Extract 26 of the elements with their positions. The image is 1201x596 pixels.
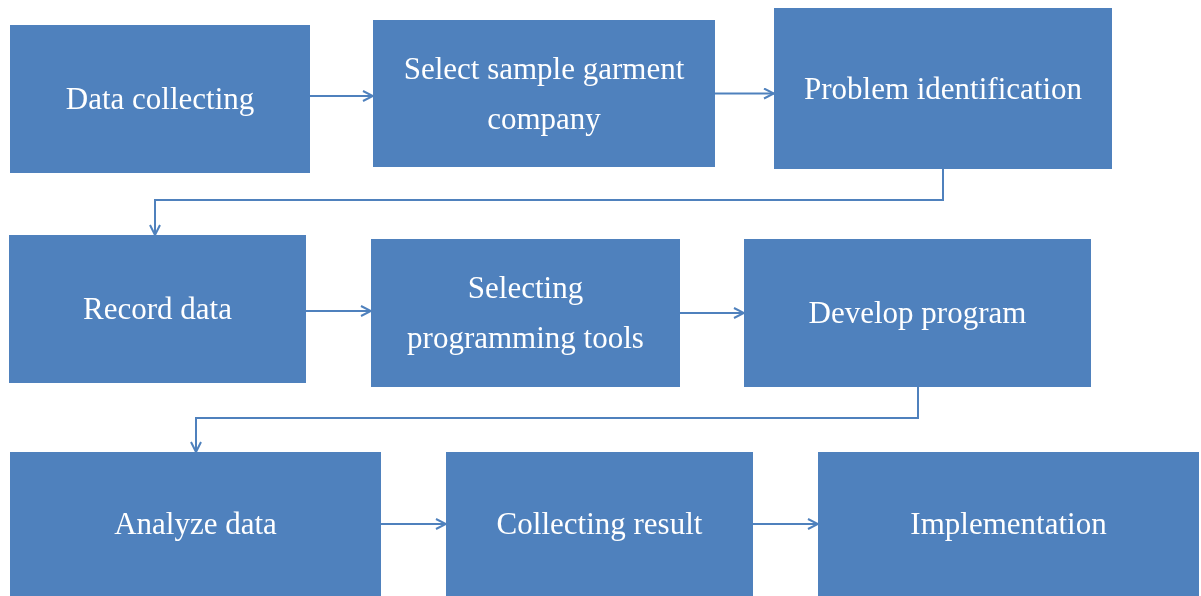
arrow: [714, 87, 775, 100]
arrow: [190, 386, 919, 453]
process-box: [774, 8, 1112, 169]
process-box: [371, 239, 680, 387]
box-label: Data collecting: [65, 80, 255, 119]
box-label: Implementation: [910, 505, 1107, 544]
box-label: Selecting programming tools: [406, 269, 645, 357]
box-label: Problem identification: [803, 69, 1083, 108]
box-label: Collecting result: [496, 505, 703, 544]
arrow: [305, 305, 372, 317]
arrow: [309, 90, 374, 102]
arrow: [149, 168, 944, 236]
process-box: [446, 452, 753, 596]
process-box: [818, 452, 1199, 596]
box-label: Analyze data: [114, 505, 277, 544]
box-label: Record data: [83, 290, 232, 329]
process-box: [10, 452, 381, 596]
arrow: [752, 518, 819, 530]
box-label: Develop program: [808, 294, 1027, 333]
arrow: [380, 518, 447, 530]
process-box: [373, 20, 715, 167]
box-label: Select sample garment company: [402, 49, 686, 138]
process-box: [744, 239, 1091, 387]
process-box: [10, 25, 310, 173]
process-box: [9, 235, 306, 383]
arrow: [679, 307, 745, 319]
